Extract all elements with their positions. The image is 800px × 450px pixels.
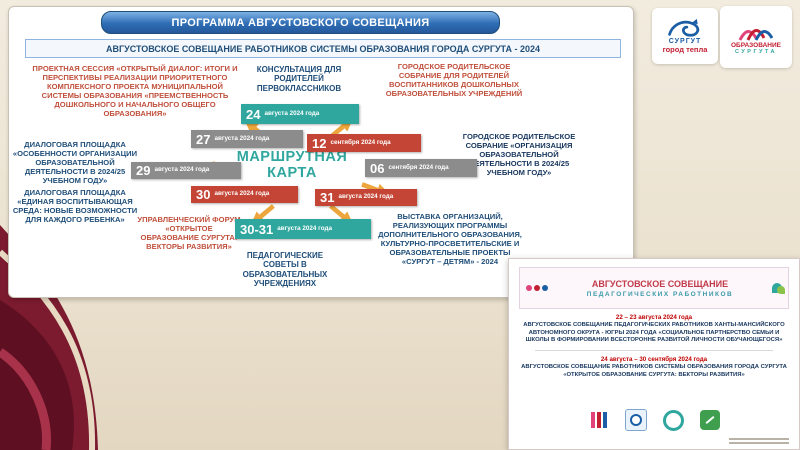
route-map-title: МАРШРУТНАЯ КАРТА — [227, 149, 357, 182]
slide-header: ПРОГРАММА АВГУСТОВСКОГО СОВЕЩАНИЯ — [101, 11, 500, 34]
slide-header-text: ПРОГРАММА АВГУСТОВСКОГО СОВЕЩАНИЯ — [171, 16, 430, 29]
date-badge-12-sep: 12 сентября 2024 года — [307, 134, 421, 152]
mini-caption-lines — [729, 438, 789, 444]
date-badge-31-aug: 31 августа 2024 года — [315, 189, 417, 206]
obrazovanie-logo-line1: ОБРАЗОВАНИЕ — [731, 41, 781, 49]
flower-icon — [526, 285, 548, 291]
mini-slide-titles: АВГУСТОВСКОЕ СОВЕЩАНИЕ ПЕДАГОГИЧЕСКИХ РА… — [554, 279, 766, 298]
route-map-title-line1: МАРШРУТНАЯ — [236, 149, 348, 165]
butterfly-icon — [772, 283, 785, 294]
date-badge-27-aug: 27 августа 2024 года — [191, 130, 303, 148]
event-project-session: ПРОЕКТНАЯ СЕССИЯ «ОТКРЫТЫЙ ДИАЛОГ: ИТОГИ… — [32, 64, 238, 118]
event-parent-meeting-dou: ГОРОДСКОЕ РОДИТЕЛЬСКОЕ СОБРАНИЕ ДЛЯ РОДИ… — [385, 62, 523, 98]
divider — [535, 350, 773, 352]
partner-logos-row — [509, 409, 799, 431]
fox-icon — [668, 18, 700, 37]
partner-logo-emblem-icon — [624, 409, 647, 431]
obrazovanie-surguta-logo: ОБРАЗОВАНИЕ СУРГУТА — [720, 6, 792, 68]
mini-slide-header: АВГУСТОВСКОЕ СОВЕЩАНИЕ ПЕДАГОГИЧЕСКИХ РА… — [519, 267, 789, 309]
event-dialog-platform-2: ДИАЛОГОВАЯ ПЛОЩАДКА «ЕДИНАЯ ВОСПИТЫВАЮЩА… — [12, 188, 138, 224]
date-badge-24-aug: 24 августа 2024 года — [241, 104, 359, 124]
mini-slide-title-line1: АВГУСТОВСКОЕ СОВЕЩАНИЕ — [591, 278, 729, 289]
event-consultation: КОНСУЛЬТАЦИЯ ДЛЯ РОДИТЕЛЕЙ ПЕРВОКЛАССНИК… — [256, 65, 342, 93]
open-book-icon — [738, 28, 774, 41]
mini-slide: АВГУСТОВСКОЕ СОВЕЩАНИЕ ПЕДАГОГИЧЕСКИХ РА… — [508, 258, 800, 450]
mini-text-1: АВГУСТОВСКОЕ СОВЕЩАНИЕ ПЕДАГОГИЧЕСКИХ РА… — [523, 322, 785, 344]
date-badge-30-31-aug: 30-31 августа 2024 года — [235, 219, 371, 239]
surgut-logo-subtitle: город тепла — [662, 45, 708, 54]
date-badge-06-sep: 06 сентября 2024 года — [365, 159, 477, 177]
partner-logo-obrazovanie-icon — [589, 410, 609, 430]
event-pedagogical-councils: ПЕДАГОГИЧЕСКИЕ СОВЕТЫ В ОБРАЗОВАТЕЛЬНЫХ … — [242, 251, 328, 289]
event-dialog-platform-1: ДИАЛОГОВАЯ ПЛОЩАДКА «ОСОБЕННОСТИ ОРГАНИЗ… — [12, 140, 138, 185]
mini-slide-title-line2: ПЕДАГОГИЧЕСКИХ РАБОТНИКОВ — [586, 290, 734, 298]
surgut-logo-title: СУРГУТ — [668, 38, 702, 45]
surgut-city-logo: СУРГУТ город тепла — [652, 8, 718, 64]
date-badge-29-aug: 29 августа 2024 года — [131, 162, 241, 179]
slide-subtitle: АВГУСТОВСКОЕ СОВЕЩАНИЕ РАБОТНИКОВ СИСТЕМ… — [25, 39, 621, 58]
main-slide: ПРОГРАММА АВГУСТОВСКОГО СОВЕЩАНИЯ АВГУСТ… — [8, 6, 634, 298]
partner-logo-ring-icon — [662, 409, 684, 431]
obrazovanie-logo-line2: СУРГУТА — [734, 48, 777, 55]
route-map-title-line2: КАРТА — [267, 164, 317, 181]
date-badge-30-aug: 30 августа 2024 года — [191, 186, 298, 203]
mini-date-1: 22 – 23 августа 2024 года — [615, 314, 693, 321]
mini-date-2: 24 августа – 30 сентября 2024 года — [600, 356, 708, 364]
partner-logo-green-icon — [699, 410, 720, 430]
event-exhibition: ВЫСТАВКА ОРГАНИЗАЦИЙ, РЕАЛИЗУЮЩИХ ПРОГРА… — [378, 212, 522, 266]
event-management-forum: УПРАВЛЕНЧЕСКИЙ ФОРУМ «ОТКРЫТОЕ ОБРАЗОВАН… — [137, 215, 241, 251]
mini-text-2: АВГУСТОВСКОЕ СОВЕЩАНИЕ РАБОТНИКОВ СИСТЕМ… — [521, 364, 787, 378]
event-parent-meeting-city: ГОРОДСКОЕ РОДИТЕЛЬСКОЕ СОБРАНИЕ «ОРГАНИЗ… — [462, 132, 576, 177]
